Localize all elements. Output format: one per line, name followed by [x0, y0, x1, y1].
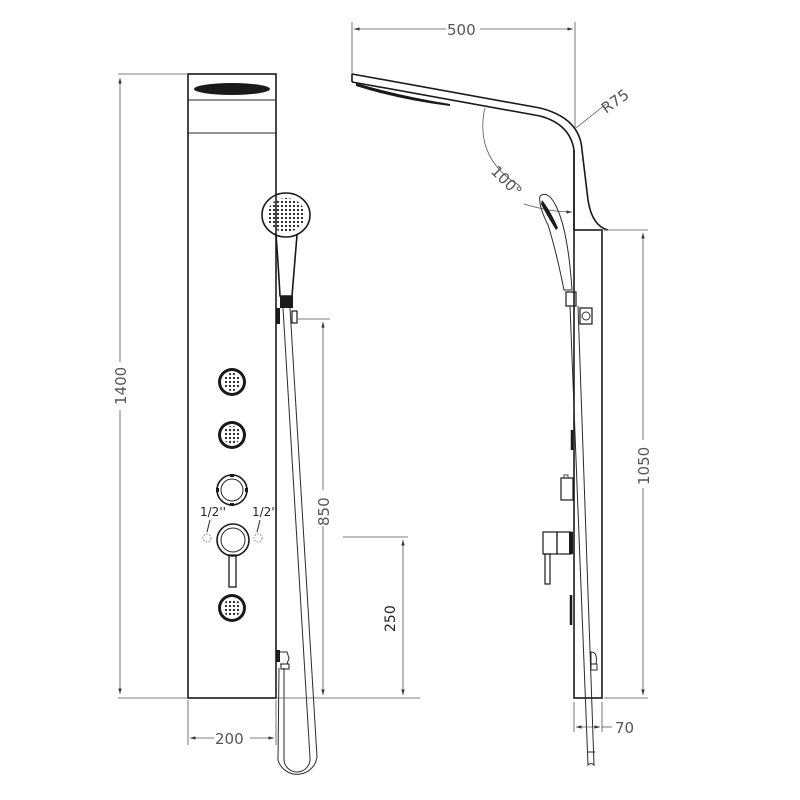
diverter-knob-icon — [216, 474, 248, 506]
dim-arm-angle: 100° — [487, 162, 525, 200]
dim-panel-height: 1050 — [635, 447, 653, 485]
hose-side-icon — [569, 305, 595, 767]
body-jet-3-icon — [218, 594, 246, 622]
shower-arm-icon — [351, 73, 609, 231]
slide-bracket-icon — [276, 308, 298, 324]
mixer-side-icon — [542, 531, 573, 585]
dim-holder-height: 850 — [315, 497, 333, 526]
panel-side — [573, 229, 603, 699]
front-view: 1400 — [112, 73, 420, 775]
hose-outlet-icon — [276, 650, 290, 670]
inlet-label-left: 1/2'' — [200, 505, 226, 519]
dim-width: 200 — [215, 730, 244, 748]
inlet-right-icon — [253, 533, 263, 543]
inlet-label-right: 1/2'' — [252, 505, 278, 519]
rain-showerhead-icon — [194, 83, 270, 95]
flexible-hose-icon — [277, 307, 318, 775]
panel-body — [187, 73, 277, 699]
dim-overall-height: 1400 — [112, 367, 130, 405]
diverter-side-icon — [560, 477, 574, 501]
body-jet-2-icon — [218, 421, 246, 449]
dim-bend-radius: R75 — [598, 86, 633, 118]
hand-shower-icon — [261, 192, 311, 308]
mixer-lever-icon — [216, 523, 250, 588]
inlet-left-icon — [202, 533, 212, 543]
dim-arm-projection: 500 — [447, 21, 476, 39]
hand-shower-side-icon — [539, 193, 593, 325]
body-jet-1-icon — [218, 368, 246, 396]
dim-mixer-height: 250 — [383, 605, 399, 632]
dim-depth: 70 — [615, 719, 634, 737]
side-view: 500 R75 100° — [351, 21, 653, 767]
